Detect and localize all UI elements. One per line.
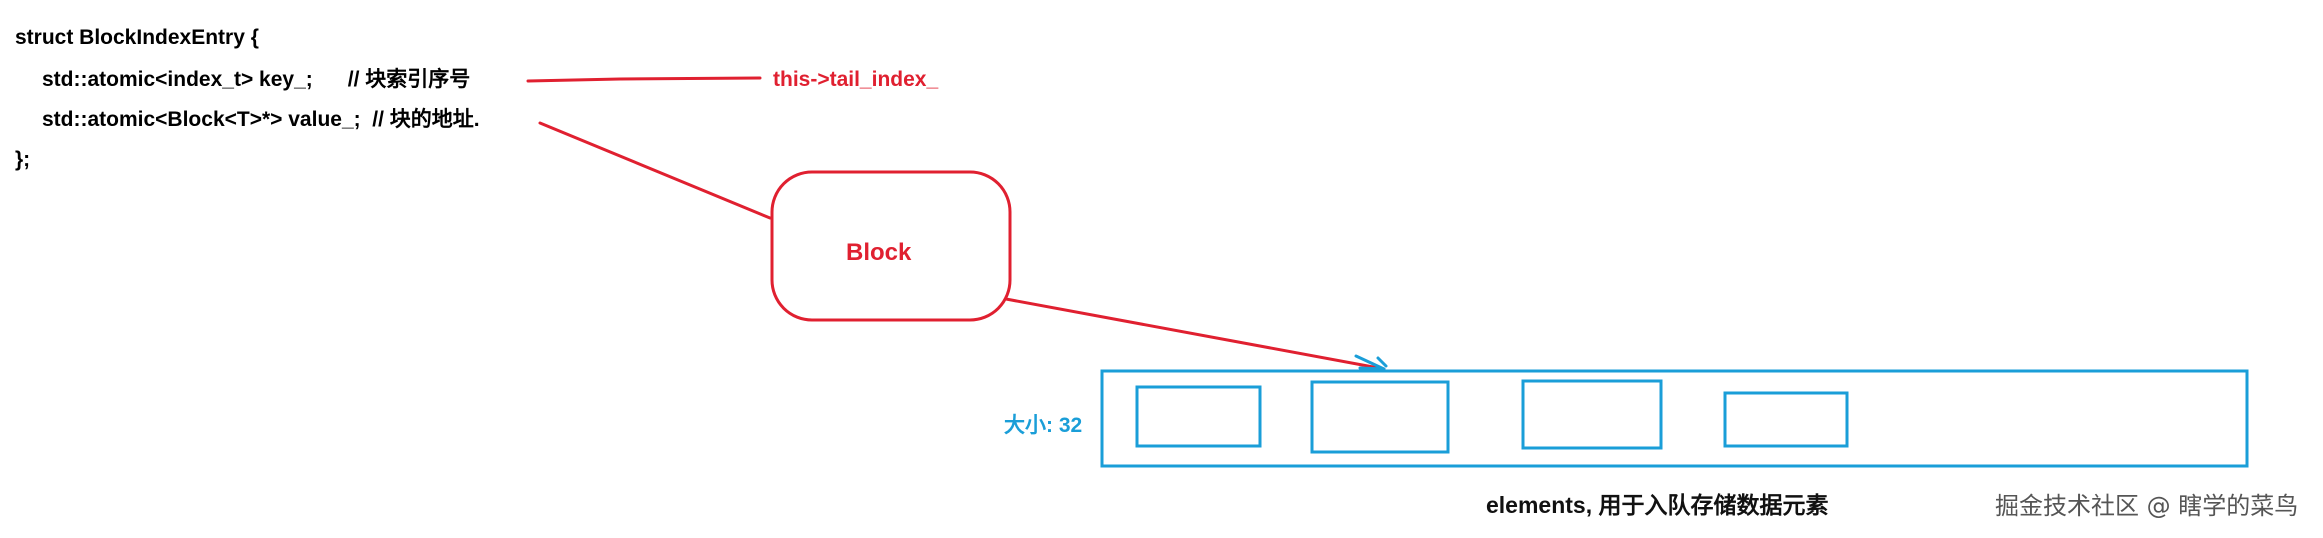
element-slot (1521, 379, 1663, 450)
tail-index-label: this->tail_index_ (773, 68, 939, 91)
block-box (770, 170, 1012, 322)
code-line-struct-close: }; (15, 148, 31, 171)
arrow-head-icon (1354, 354, 1386, 371)
element-slot (1310, 380, 1450, 454)
element-slot (1723, 391, 1849, 448)
element-slot (1135, 385, 1262, 448)
block-label: Block (846, 239, 912, 266)
block-to-elements-arrow-line (1004, 297, 1386, 371)
code-line-value: std::atomic<Block<T>*> value_; // 块的地址. (42, 108, 480, 131)
elements-caption: elements, 用于入队存储数据元素 (1486, 492, 1829, 518)
value-to-block-connector (538, 121, 772, 220)
elements-array-box (1100, 369, 2249, 468)
code-line-key: std::atomic<index_t> key_; // 块索引序号 (42, 68, 471, 91)
code-line-struct-open: struct BlockIndexEntry { (15, 26, 259, 49)
watermark: 掘金技术社区 @ 瞎学的菜鸟 (1995, 492, 2299, 520)
arrow-head-hook-icon (1376, 356, 1388, 368)
size-label: 大小: 32 (1004, 414, 1083, 437)
key-to-tail-index-connector (526, 76, 762, 83)
